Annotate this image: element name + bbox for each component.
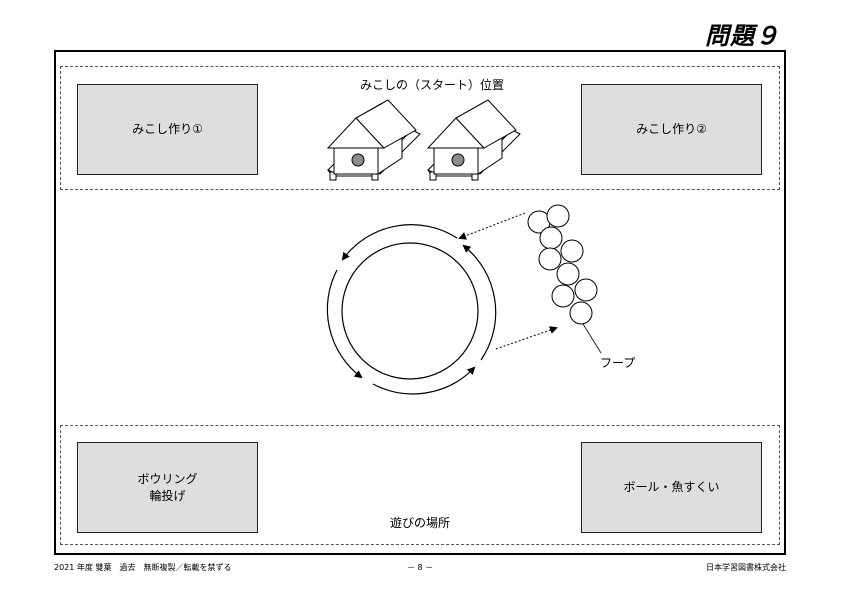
circle-arrow-left	[326, 269, 363, 379]
mikoshi-box-1: みこし作り①	[77, 84, 258, 175]
dotted-arrow-upper	[458, 212, 526, 240]
center-circle	[341, 242, 479, 380]
mikoshi-box-2-label: みこし作り②	[636, 122, 707, 136]
play-area-caption: 遊びの場所	[390, 516, 451, 530]
mikoshi-1	[327, 99, 421, 181]
footer-page-number: － 8 －	[407, 563, 434, 572]
circle-arrow-top	[341, 224, 458, 261]
hoop-leader-line	[582, 323, 602, 354]
hoop	[551, 284, 575, 308]
mikoshi-box-1-label: みこし作り①	[132, 122, 203, 136]
mikoshi-2	[427, 99, 521, 181]
bowling-label-line2: 輪投げ	[149, 488, 186, 503]
hoops	[527, 204, 598, 325]
top-area	[60, 66, 780, 190]
bowling-box-label: ボウリング 輪投げ	[137, 471, 197, 505]
hoop	[556, 262, 580, 286]
dotted-arrow-lower	[495, 326, 558, 350]
hoop	[569, 301, 593, 325]
bowling-box: ボウリング 輪投げ	[77, 442, 258, 533]
circle-arrow-right	[462, 244, 497, 361]
hoop	[574, 278, 598, 302]
hoop	[538, 247, 562, 271]
problem-number: 問題９	[705, 22, 780, 50]
ball-fish-box: ボール・魚すくい	[581, 442, 762, 533]
footer-publisher: 日本学習図書株式会社	[706, 563, 786, 572]
diagram-frame	[54, 50, 786, 555]
ball-fish-box-label: ボール・魚すくい	[623, 480, 720, 494]
bottom-area	[60, 425, 780, 545]
footer-copyright: 2021 年度 雙葉 過去 無断複製／転載を禁ずる	[54, 563, 232, 572]
top-area-caption: みこしの（スタート）位置	[360, 78, 505, 92]
hoop	[546, 204, 570, 228]
hoop	[539, 226, 563, 250]
hoop-label: フープ	[600, 356, 636, 370]
hoop	[560, 239, 584, 263]
circle-arrow-bottom	[372, 366, 476, 395]
mikoshi-box-2: みこし作り②	[581, 84, 762, 175]
bowling-label-line1: ボウリング	[137, 471, 198, 486]
